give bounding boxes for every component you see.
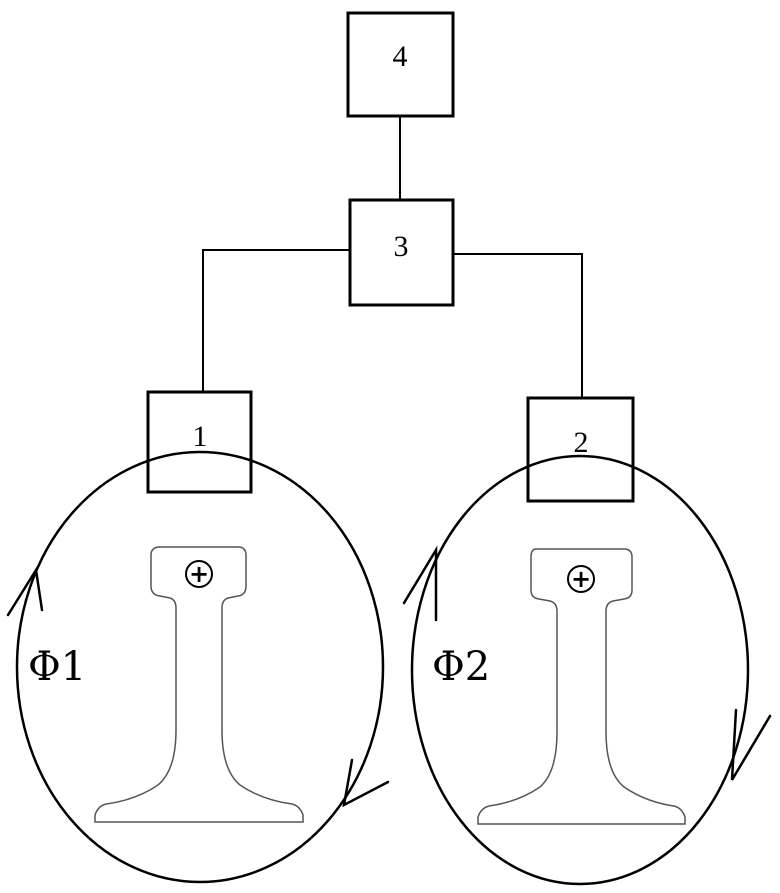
- box-2-label: 2: [574, 426, 589, 459]
- rail-left-marker: +: [186, 560, 212, 588]
- box-4: 4: [348, 13, 453, 116]
- flux-label-left: Φ1: [28, 644, 86, 690]
- box-4-label: 4: [393, 40, 408, 73]
- loops: [17, 452, 748, 884]
- rail-right-plus-icon: +: [571, 565, 591, 593]
- arrows: [8, 550, 770, 805]
- rail-left-plus-icon: +: [189, 560, 209, 588]
- box-1: 1: [148, 392, 251, 492]
- rail-right-marker: +: [568, 565, 594, 593]
- box-3: 3: [350, 200, 453, 305]
- arrow-down-left-loop-icon: [344, 760, 388, 805]
- box-2: 2: [528, 398, 633, 501]
- box-1-label: 1: [193, 420, 208, 453]
- rail-left-outline: [95, 547, 303, 822]
- box-3-label: 3: [394, 230, 409, 263]
- rail-left: [95, 547, 303, 822]
- wire-3-to-2: [453, 254, 582, 398]
- wire-3-to-1: [203, 250, 350, 392]
- flux-label-right: Φ2: [432, 644, 490, 690]
